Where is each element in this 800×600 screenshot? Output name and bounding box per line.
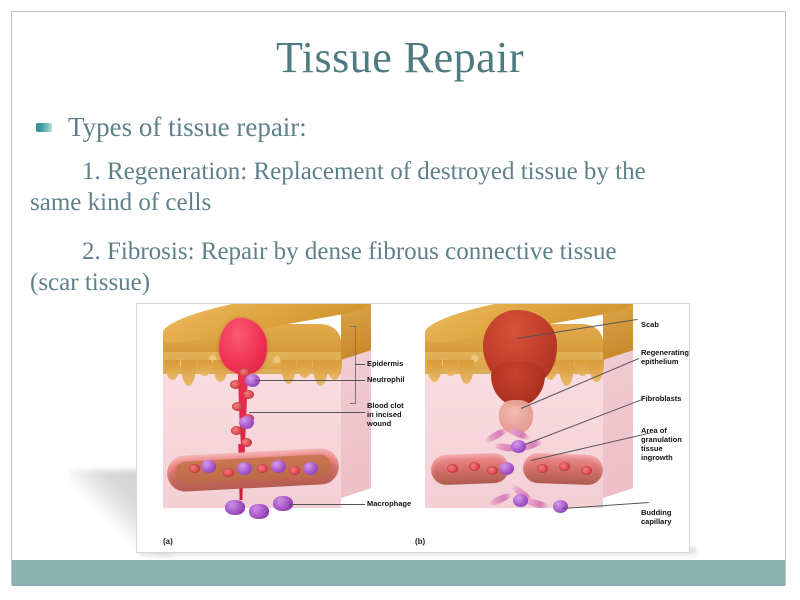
neutrophil-cell — [239, 416, 254, 429]
white-blood-cell — [201, 460, 216, 473]
figure-panel-a: Epidermis Neutrophil Blood clot in incis… — [137, 304, 413, 552]
epidermis-fringe-a — [163, 360, 342, 386]
red-blood-cell — [581, 466, 592, 475]
figure-label-budding-capillary: Budding capillary — [641, 508, 672, 526]
figure-label-regenerating-epithelium: Regenerating epithelium — [641, 348, 689, 366]
red-blood-cell — [231, 426, 242, 435]
figure-label-fibroblasts: Fibroblasts — [641, 394, 682, 403]
bullet-label: Types of tissue repair: — [68, 112, 307, 142]
red-blood-cell — [487, 466, 498, 475]
figure-label-scab: Scab — [641, 320, 659, 329]
budding-capillary-cell — [513, 494, 528, 507]
figure-canvas: Epidermis Neutrophil Blood clot in incis… — [137, 304, 689, 552]
leader-neutrophil — [255, 380, 365, 381]
body-content: Types of tissue repair: 1. Regeneration:… — [30, 110, 690, 298]
red-blood-cell — [447, 464, 458, 473]
red-blood-cell — [232, 402, 243, 411]
red-blood-cell — [239, 368, 250, 377]
red-blood-cell — [230, 380, 241, 389]
figure-label-blood-clot: Blood clot in incised wound — [367, 401, 404, 428]
red-blood-cell — [257, 464, 268, 473]
panel-id-b: (b) — [415, 537, 426, 546]
red-blood-cell — [241, 438, 252, 447]
leader-epidermis — [355, 364, 365, 365]
panel-id-a: (a) — [163, 537, 173, 546]
leader-blood-clot — [249, 412, 365, 413]
figure-panel-b: Scab Regenerating epithelium Fibroblasts… — [413, 304, 689, 552]
red-blood-cell — [223, 468, 234, 477]
red-blood-cell — [559, 462, 570, 471]
red-blood-cell — [537, 464, 548, 473]
red-blood-cell — [469, 462, 480, 471]
leader-macrophage — [289, 504, 365, 505]
list-item-fibrosis: 2. Fibrosis: Repair by dense fibrous con… — [30, 238, 617, 296]
page-title: Tissue Repair — [275, 33, 525, 82]
footer-band — [12, 560, 785, 586]
white-blood-cell — [271, 460, 286, 473]
clot-tail-a — [237, 362, 249, 454]
macrophage-cell — [225, 500, 245, 515]
square-bullet-icon — [36, 123, 52, 132]
wound-healing-figure[interactable]: Epidermis Neutrophil Blood clot in incis… — [136, 303, 690, 553]
epidermis-bracket — [350, 326, 356, 404]
figure-label-neutrophil: Neutrophil — [367, 375, 405, 384]
neutrophil-cell — [245, 374, 260, 387]
figure-label-macrophage: Macrophage — [367, 499, 412, 508]
figure-shadow-bottom — [140, 548, 696, 558]
bullet-item-types: Types of tissue repair: — [30, 110, 690, 144]
macrophage-cell — [249, 504, 269, 519]
red-blood-cell — [243, 390, 254, 399]
macrophage-cell — [273, 496, 293, 511]
figure-label-epidermis: Epidermis — [367, 359, 404, 368]
budding-capillary-cell — [553, 500, 568, 513]
red-blood-cell — [289, 466, 300, 475]
budding-capillary-cell — [511, 440, 526, 453]
red-blood-cell — [189, 464, 200, 473]
list-item-regeneration: 1. Regeneration: Replacement of destroye… — [30, 158, 646, 216]
budding-capillary-cell — [499, 462, 514, 475]
white-blood-cell — [237, 462, 252, 475]
figure-label-granulation: Area of granulation tissue ingrowth — [641, 426, 682, 462]
white-blood-cell — [303, 462, 318, 475]
